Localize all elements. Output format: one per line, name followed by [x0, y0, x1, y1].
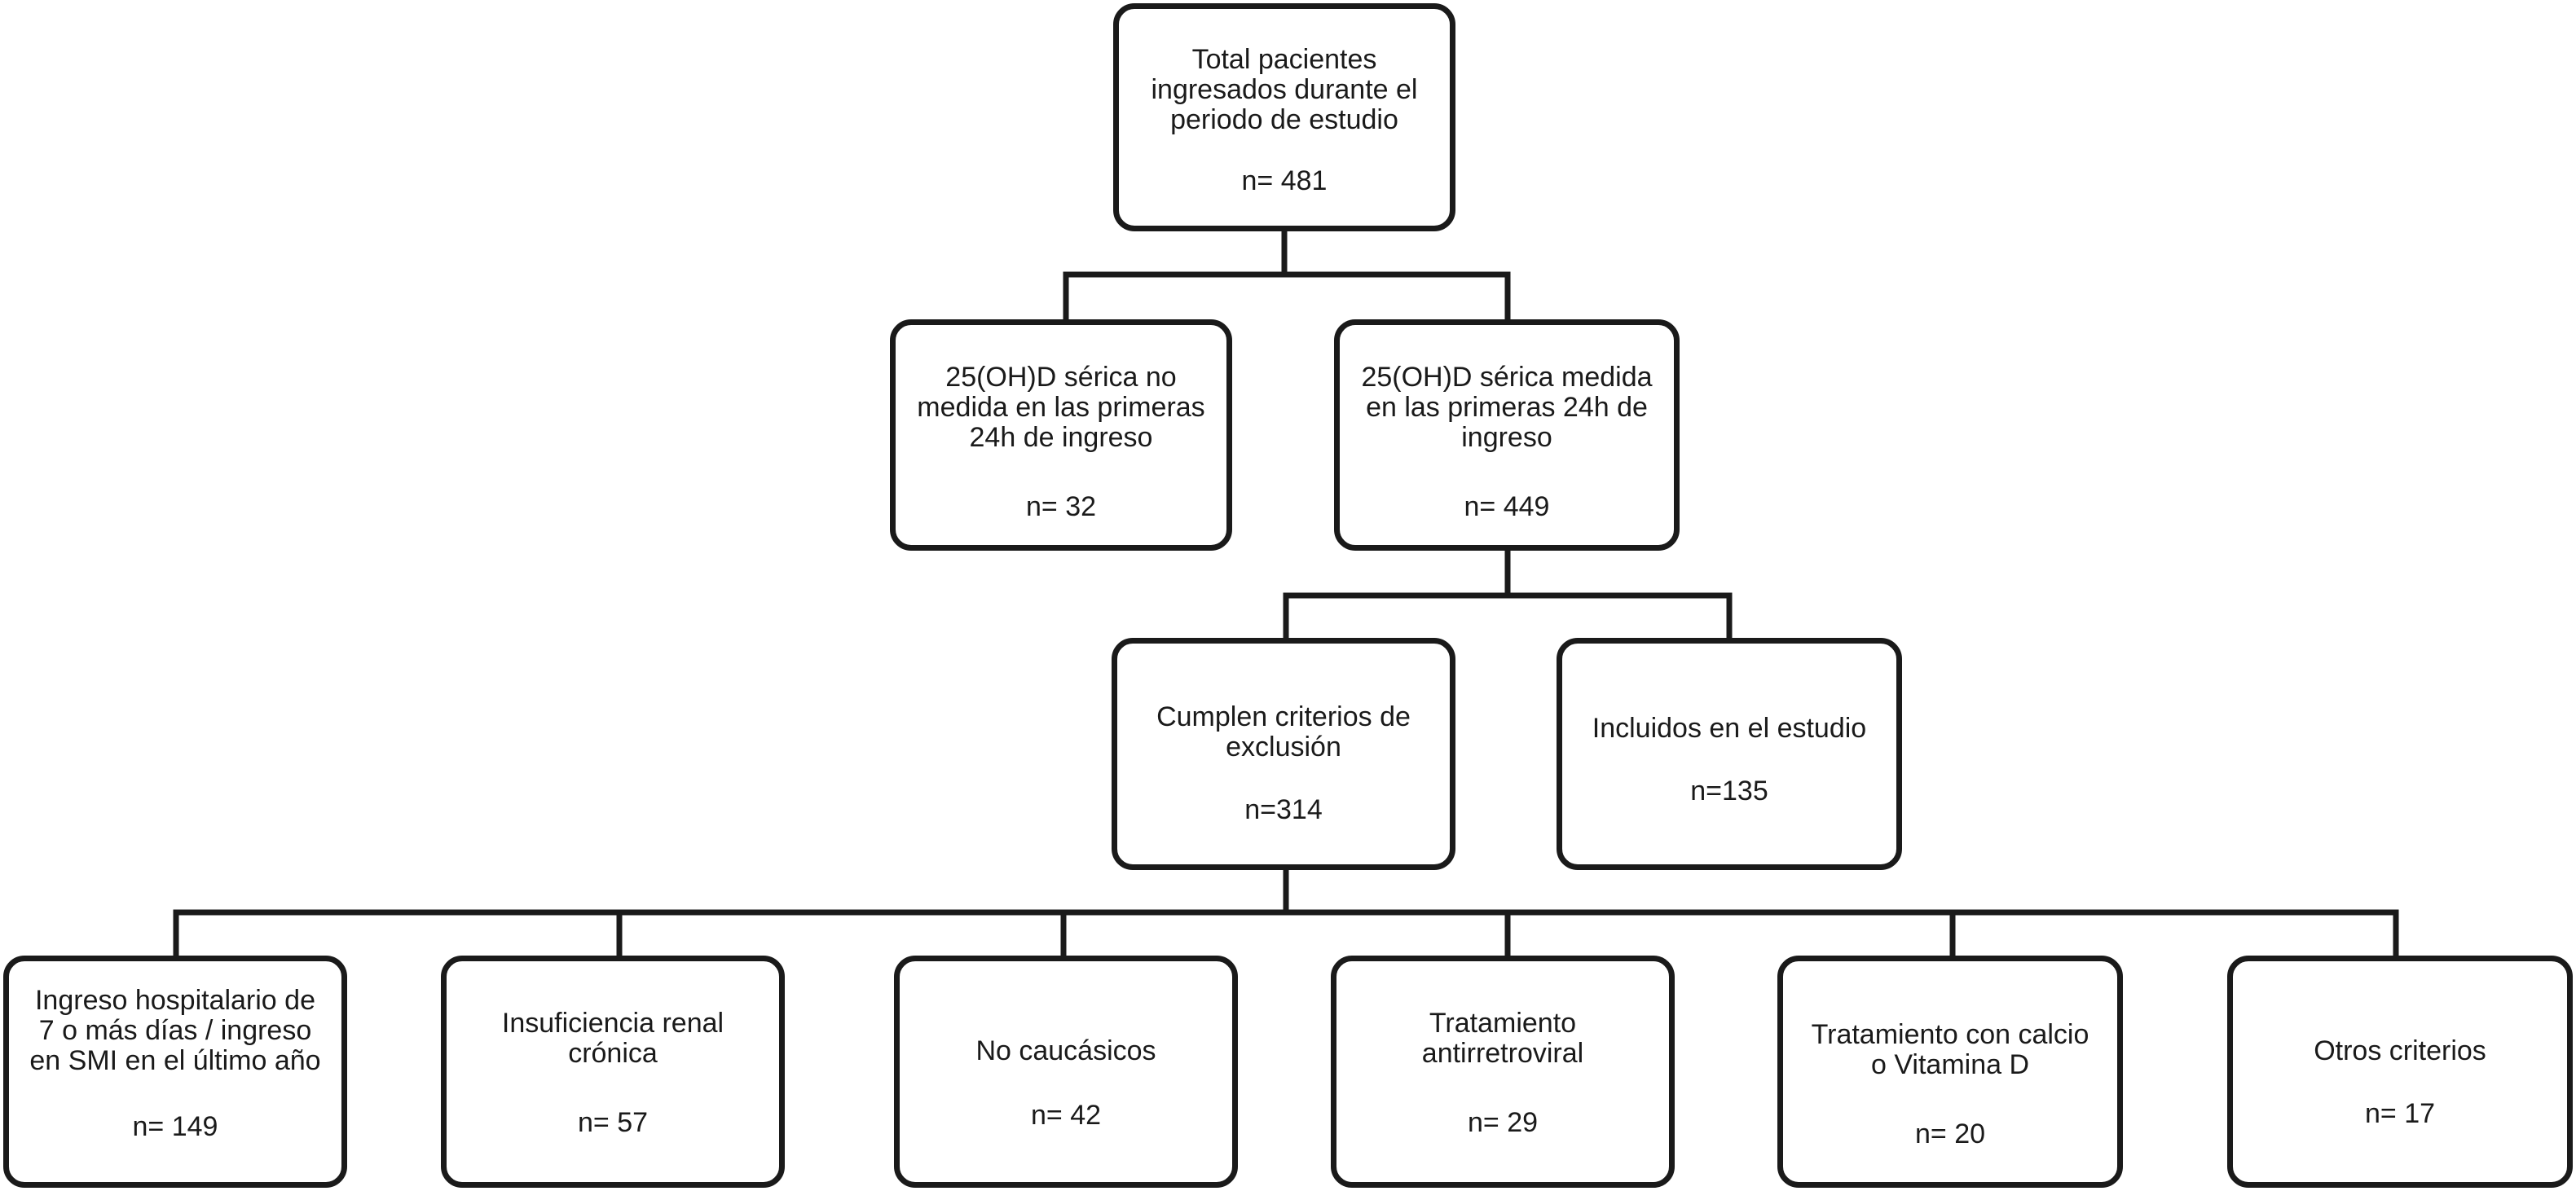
box-renal-insufficiency-count: n= 57 [577, 1107, 649, 1138]
box-measured: 25(OH)D sérica medida en las primeras 24… [1334, 319, 1680, 551]
box-not-measured-count: n= 32 [1025, 491, 1097, 522]
box-included-count: n=135 [1690, 776, 1768, 806]
box-other-criteria-label: Otros criterios [2314, 1035, 2486, 1066]
box-included-label: Incluidos en el estudio [1592, 713, 1867, 744]
box-non-caucasian-label: No caucásicos [975, 1035, 1156, 1066]
box-exclusion-criteria: Cumplen criterios de exclusión n=314 [1112, 638, 1455, 870]
box-antiretroviral: Tratamiento antirretroviral n= 29 [1331, 956, 1675, 1188]
box-measured-label: 25(OH)D sérica medida en las primeras 24… [1361, 362, 1653, 453]
box-total-patients-count: n= 481 [1241, 165, 1328, 196]
box-calcium-vitamin-d: Tratamiento con calcio o Vitamina D n= 2… [1777, 956, 2123, 1188]
box-hospitalization-label: Ingreso hospitalario de 7 o más días / i… [29, 985, 321, 1076]
box-total-patients-label: Total pacientes ingresados durante el pe… [1151, 44, 1418, 135]
box-renal-insufficiency: Insuficiencia renal crónica n= 57 [441, 956, 785, 1188]
box-calcium-vitamin-d-count: n= 20 [1914, 1118, 1986, 1149]
box-not-measured: 25(OH)D sérica no medida en las primeras… [890, 319, 1232, 551]
box-non-caucasian: No caucásicos n= 42 [894, 956, 1238, 1188]
box-measured-count: n= 449 [1464, 491, 1550, 522]
box-antiretroviral-count: n= 29 [1467, 1107, 1539, 1138]
box-antiretroviral-label: Tratamiento antirretroviral [1421, 1008, 1584, 1069]
box-hospitalization-count: n= 149 [132, 1111, 218, 1142]
box-calcium-vitamin-d-label: Tratamiento con calcio o Vitamina D [1811, 1019, 2089, 1080]
box-exclusion-criteria-count: n=314 [1244, 794, 1323, 825]
box-not-measured-label: 25(OH)D sérica no medida en las primeras… [917, 362, 1205, 453]
box-included: Incluidos en el estudio n=135 [1557, 638, 1902, 870]
box-other-criteria: Otros criterios n= 17 [2227, 956, 2573, 1188]
box-renal-insufficiency-label: Insuficiencia renal crónica [501, 1008, 724, 1069]
box-hospitalization: Ingreso hospitalario de 7 o más días / i… [3, 956, 347, 1188]
box-exclusion-criteria-label: Cumplen criterios de exclusión [1156, 701, 1411, 763]
box-total-patients: Total pacientes ingresados durante el pe… [1113, 3, 1455, 231]
box-other-criteria-count: n= 17 [2364, 1098, 2436, 1129]
box-non-caucasian-count: n= 42 [1030, 1100, 1102, 1131]
